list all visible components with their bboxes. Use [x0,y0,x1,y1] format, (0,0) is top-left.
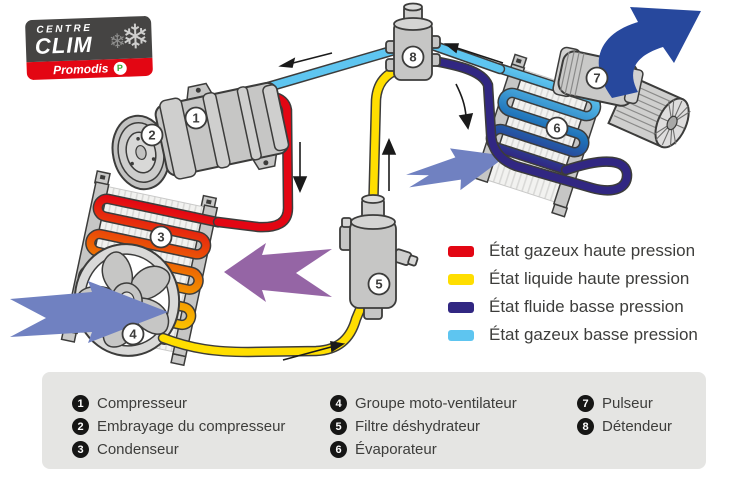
item-number-badge: 8 [577,418,594,435]
item-label: Compresseur [97,395,188,412]
compressor [111,81,290,191]
flow-arrow-icon [381,137,397,155]
legend-row: État gazeux haute pression [448,237,698,265]
flow-arrow-icon [443,43,460,54]
pipe-high-pressure-liquid-2 [369,65,404,220]
badge-blower: 7 [593,71,600,86]
brand-badge-icon: P [113,61,127,75]
filter-drier [339,194,419,320]
badge-condenser: 3 [157,230,164,245]
item-label: Pulseur [602,395,653,412]
logo-top: ❄ ❄ CENTRE CLIM [24,15,153,63]
logo-text-clim: CLIM [34,31,94,59]
bracket-slot [205,199,212,205]
pipes-high-pressure [157,63,406,358]
legend-column-2: 4 Groupe moto-ventilateur 5 Filtre déshy… [330,392,517,461]
evaporator-air-arrow-icon [406,148,507,191]
pipes-low-pressure [228,39,633,196]
item-number-badge: 1 [72,395,89,412]
flow-arrow-icon [330,341,346,353]
item-label: Filtre déshydrateur [355,418,481,435]
badge-compressor: 1 [192,111,199,126]
legend-label: État fluide basse pression [489,297,684,316]
warm-air-arrow-icon [224,243,332,302]
pipe-low-pressure-fluid [425,56,631,195]
legend-item: 1 Compresseur [72,392,285,415]
badge-clutch: 2 [148,128,155,143]
badge-fan: 4 [129,327,137,342]
pipe-low-pressure-gas-1 [428,41,504,73]
legend-item: 3 Condenseur [72,438,285,461]
bracket-slot [99,174,106,180]
legend-swatch-red [448,245,474,257]
item-label: Embrayage du compresseur [97,418,286,435]
legend-item: 4 Groupe moto-ventilateur [330,392,517,415]
legend-item: 7 Pulseur [577,392,672,415]
legend-item: 2 Embrayage du compresseur [72,415,285,438]
centre-clim-logo: ❄ ❄ CENTRE CLIM Promodis P [24,15,154,81]
legend-column-1: 1 Compresseur 2 Embrayage du compresseur… [72,392,285,461]
state-legend: État gazeux haute pression État liquide … [448,237,698,349]
blower-cage [607,74,691,149]
legend-label: État gazeux haute pression [489,241,696,260]
legend-column-3: 7 Pulseur 8 Détendeur [577,392,672,438]
brand-name: Promodis [52,61,109,78]
item-number-badge: 7 [577,395,594,412]
blown-air-arrow-icon [598,7,701,98]
legend-row: État gazeux basse pression [448,321,698,349]
legend-swatch-lightblue [448,329,474,341]
item-label: Condenseur [97,441,179,458]
item-number-badge: 2 [72,418,89,435]
badge-evaporator: 6 [553,121,560,136]
filter-body [349,219,397,309]
legend-row: État fluide basse pression [448,293,698,321]
expansion-valve [385,2,441,81]
legend-label: État gazeux basse pression [489,325,698,344]
legend-swatch-yellow [448,273,474,285]
compressor-clutch [111,114,171,191]
item-label: Évaporateur [355,441,437,458]
flow-arrows [278,43,504,361]
item-number-badge: 5 [330,418,347,435]
legend-swatch-navy [448,301,474,313]
item-number-badge: 4 [330,395,347,412]
legend-row: État liquide haute pression [448,265,698,293]
snowflake-icon: ❄ [108,30,127,54]
flow-arrow-icon [278,57,296,68]
pipe-high-pressure-liquid-1 [159,296,368,356]
badge-filter: 5 [375,277,382,292]
legend-item: 6 Évaporateur [330,438,517,461]
legend-item: 5 Filtre déshydrateur [330,415,517,438]
component-legend-bar: 1 Compresseur 2 Embrayage du compresseur… [42,372,706,469]
item-label: Groupe moto-ventilateur [355,395,517,412]
air-intake-arrow-icon [10,281,168,343]
flow-arrow-icon [458,113,474,130]
flow-arrow-icon [292,176,308,194]
component-number-badges: 1 2 3 4 5 6 7 8 [121,45,609,346]
legend-label: État liquide haute pression [489,269,690,288]
item-number-badge: 3 [72,441,89,458]
blower-hub [666,115,678,131]
badge-expansion-valve: 8 [409,50,416,65]
item-number-badge: 6 [330,441,347,458]
condenser-coil [71,195,223,344]
legend-item: 8 Détendeur [577,415,672,438]
item-label: Détendeur [602,418,673,435]
